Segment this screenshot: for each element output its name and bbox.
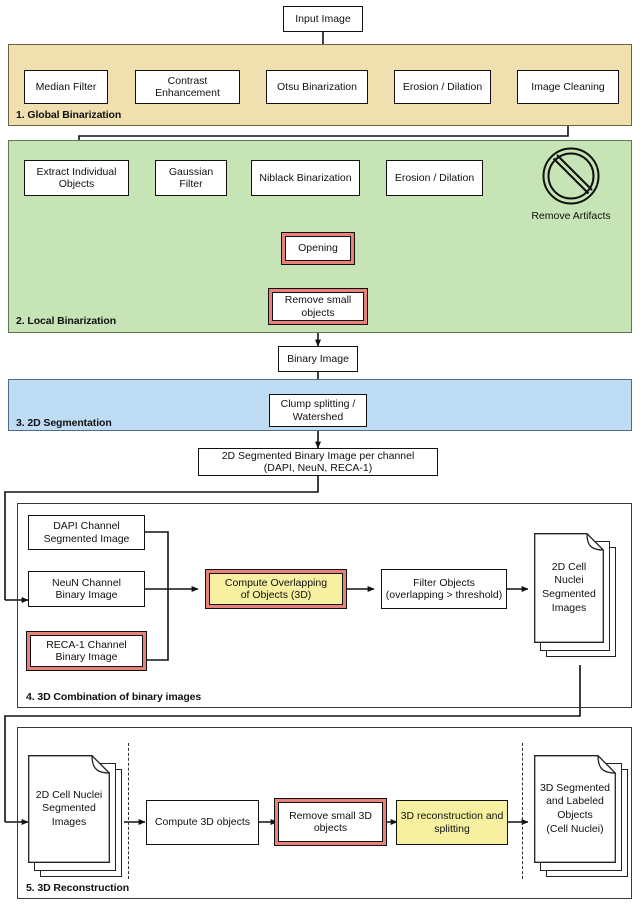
- node-gaussian-filter[interactable]: Gaussian Filter: [155, 160, 227, 196]
- node-dapi-channel[interactable]: DAPI Channel Segmented Image: [28, 515, 145, 550]
- node-label: Gaussian Filter: [168, 165, 214, 190]
- doc-shape: [28, 755, 110, 863]
- node-compute-3d-objects[interactable]: Compute 3D objects: [146, 800, 259, 845]
- section-3-label: 3. 2D Segmentation: [16, 417, 112, 429]
- node-label: Contrast Enhancement: [155, 74, 220, 99]
- node-clump-splitting-watershed[interactable]: Clump splitting / Watershed: [269, 394, 367, 427]
- node-2d-segmented-per-channel[interactable]: 2D Segmented Binary Image per channel (D…: [198, 448, 438, 476]
- node-erosion-dilation-local[interactable]: Erosion / Dilation: [386, 160, 483, 196]
- node-label: Opening: [298, 242, 338, 255]
- node-binary-image[interactable]: Binary Image: [278, 346, 358, 372]
- node-input-image[interactable]: Input Image: [283, 6, 363, 32]
- node-niblack-binarization[interactable]: Niblack Binarization: [251, 160, 360, 196]
- section-3d-combination: [17, 503, 632, 708]
- node-label: 3D reconstruction and splitting: [400, 810, 504, 835]
- doc-2d-cell-nuclei-s4[interactable]: 2D Cell Nuclei Segmented Images: [534, 533, 620, 665]
- node-label: Erosion / Dilation: [394, 171, 475, 184]
- node-filter-objects[interactable]: Filter Objects (overlapping > threshold): [381, 569, 507, 609]
- node-label: Median Filter: [35, 80, 97, 93]
- node-label: Otsu Binarization: [277, 80, 357, 93]
- node-label: Input Image: [295, 12, 351, 25]
- doc-shape: [534, 533, 604, 643]
- section-1-label: 1. Global Binarization: [16, 109, 122, 121]
- node-label: RECA-1 Channel Binary Image: [46, 638, 127, 663]
- node-compute-overlapping-3d[interactable]: Compute Overlapping of Objects (3D): [205, 569, 347, 609]
- doc-label: 2D Cell Nuclei Segmented Images: [35, 788, 103, 828]
- node-reca1-channel[interactable]: RECA-1 Channel Binary Image: [26, 631, 147, 671]
- doc-front-sheet: 3D Segmented and Labeled Objects (Cell N…: [534, 755, 616, 863]
- node-median-filter[interactable]: Median Filter: [24, 70, 108, 104]
- node-label: Extract Individual Objects: [36, 165, 117, 190]
- doc-front-sheet: 2D Cell Nuclei Segmented Images: [534, 533, 604, 643]
- node-label: 2D Segmented Binary Image per channel (D…: [221, 449, 415, 474]
- node-label: Compute Overlapping of Objects (3D): [224, 576, 328, 601]
- node-otsu-binarization[interactable]: Otsu Binarization: [266, 70, 368, 104]
- node-label: Remove small objects: [284, 294, 352, 319]
- section-2-label: 2. Local Binarization: [16, 315, 117, 327]
- node-label: Clump splitting / Watershed: [280, 398, 356, 423]
- node-remove-small-objects[interactable]: Remove small objects: [268, 288, 368, 325]
- section-3d-reconstruction: [17, 727, 632, 899]
- node-label: Compute 3D objects: [154, 816, 251, 829]
- node-remove-small-3d-objects[interactable]: Remove small 3D objects: [274, 798, 387, 846]
- node-3d-reconstruction-splitting[interactable]: 3D reconstruction and splitting: [396, 800, 508, 845]
- node-contrast-enhancement[interactable]: Contrast Enhancement: [135, 70, 240, 104]
- remove-artifacts-annotation: Remove Artifacts: [526, 146, 616, 226]
- divider-right-dashed: [522, 743, 523, 879]
- doc-2d-cell-nuclei-s5[interactable]: 2D Cell Nuclei Segmented Images: [28, 755, 128, 885]
- doc-label: 3D Segmented and Labeled Objects (Cell N…: [539, 781, 611, 835]
- node-neun-channel[interactable]: NeuN Channel Binary Image: [28, 571, 145, 607]
- node-opening[interactable]: Opening: [281, 232, 355, 265]
- section-5-label: 5. 3D Reconstruction: [26, 882, 130, 894]
- prohibition-icon: [542, 147, 600, 205]
- node-label: Binary Image: [287, 352, 349, 365]
- node-extract-individual-objects[interactable]: Extract Individual Objects: [24, 160, 129, 196]
- node-label: Erosion / Dilation: [402, 80, 483, 93]
- node-label: Niblack Binarization: [259, 171, 352, 184]
- doc-front-sheet: 2D Cell Nuclei Segmented Images: [28, 755, 110, 863]
- doc-3d-segmented-labeled[interactable]: 3D Segmented and Labeled Objects (Cell N…: [534, 755, 634, 885]
- node-erosion-dilation-global[interactable]: Erosion / Dilation: [394, 70, 491, 104]
- divider-left-dashed: [128, 743, 129, 879]
- node-label: DAPI Channel Segmented Image: [43, 520, 130, 545]
- node-image-cleaning[interactable]: Image Cleaning: [517, 70, 619, 104]
- remove-artifacts-caption: Remove Artifacts: [531, 210, 611, 222]
- node-label: NeuN Channel Binary Image: [52, 576, 121, 601]
- node-label: Image Cleaning: [531, 80, 605, 93]
- node-label: Filter Objects (overlapping > threshold): [385, 576, 503, 601]
- doc-shape: [534, 755, 616, 863]
- section-4-label: 4. 3D Combination of binary images: [26, 691, 202, 703]
- doc-label: 2D Cell Nuclei Segmented Images: [542, 560, 596, 614]
- node-label: Remove small 3D objects: [289, 809, 372, 834]
